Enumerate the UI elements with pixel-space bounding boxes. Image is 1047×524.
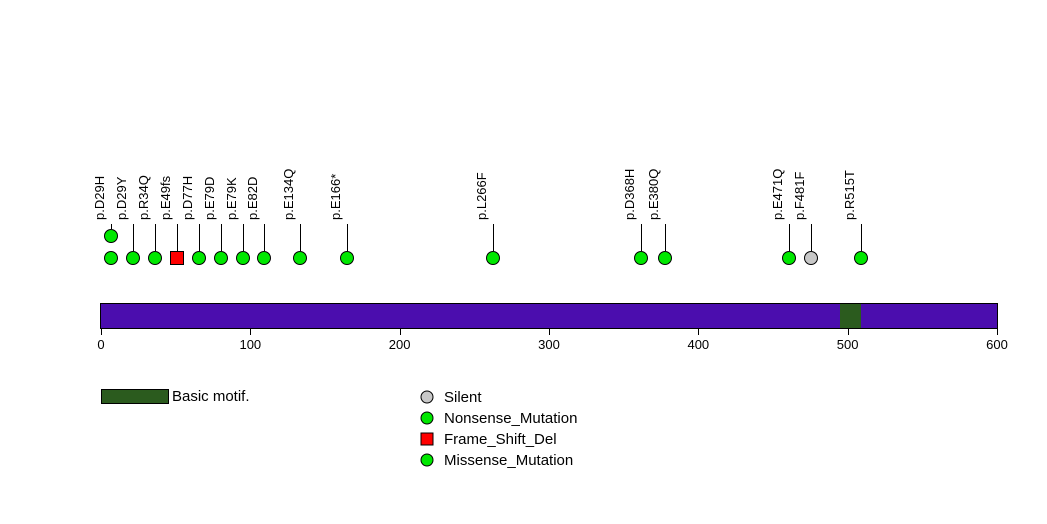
lollipop-marker[interactable] <box>658 251 672 265</box>
lollipop-marker[interactable] <box>104 251 118 265</box>
lollipop-upper-stem <box>493 224 494 251</box>
mutation-label[interactable]: p.E134Q <box>281 168 296 220</box>
lollipop-marker[interactable] <box>104 229 118 243</box>
x-axis-tick-label: 100 <box>239 337 262 352</box>
lollipop-upper-stem <box>264 224 265 251</box>
mutation-label[interactable]: p.D29Y <box>114 176 129 220</box>
legend-mutation-label: Frame_Shift_Del <box>444 431 557 448</box>
legend-mutation-label: Missense_Mutation <box>444 452 574 469</box>
mutation-label[interactable]: p.E380Q <box>646 168 661 220</box>
x-axis-tick-label: 0 <box>97 337 105 352</box>
lollipop-upper-stem <box>811 224 812 251</box>
mutation-label[interactable]: p.E166* <box>328 173 343 220</box>
lollipop-upper-stem <box>347 224 348 251</box>
x-axis-tick <box>698 329 700 335</box>
lollipop-marker[interactable] <box>126 251 140 265</box>
lollipop-upper-stem <box>861 224 862 251</box>
mutation-label[interactable]: p.E82D <box>245 176 260 220</box>
mutation-label[interactable]: p.D29H <box>92 175 107 220</box>
mutation-label[interactable]: p.E79K <box>224 177 239 220</box>
lollipop-upper-stem <box>177 224 178 251</box>
lollipop-stem <box>633 263 659 303</box>
lollipop-stem <box>339 263 357 303</box>
x-axis-tick-label: 200 <box>388 337 411 352</box>
lollipop-upper-stem <box>641 224 642 251</box>
lollipop-marker[interactable] <box>340 251 354 265</box>
x-axis-tick-label: 400 <box>687 337 710 352</box>
legend-domain-swatch <box>101 389 169 404</box>
x-axis-tick-label: 500 <box>836 337 859 352</box>
x-axis-tick <box>997 329 998 335</box>
lollipop-marker[interactable] <box>214 251 228 265</box>
x-axis-tick <box>549 329 550 335</box>
lollipop-stem <box>166 263 185 303</box>
mutation-label[interactable]: p.R515T <box>842 170 857 220</box>
lollipop-stem <box>803 263 827 303</box>
lollipop-marker[interactable] <box>148 251 162 265</box>
lollipop-marker[interactable] <box>192 251 206 265</box>
legend-domain-label: Basic motif. <box>172 388 250 405</box>
lollipop-stem <box>144 263 163 303</box>
legend-mutation-label: Silent <box>444 389 482 406</box>
mutation-label[interactable]: p.F481F <box>792 171 807 220</box>
lollipop-stem <box>853 263 878 303</box>
x-axis-tick <box>847 329 849 335</box>
mutation-label[interactable]: p.D77H <box>180 175 195 220</box>
lollipop-upper-stem <box>199 224 200 251</box>
mutation-label[interactable]: p.E49fs <box>158 175 173 220</box>
legend-mutation-swatch <box>420 390 434 404</box>
x-axis-tick-label: 600 <box>986 337 1008 352</box>
lollipop-stem <box>485 263 506 303</box>
lollipop-upper-stem <box>243 224 244 251</box>
lollipop-upper-stem <box>665 224 666 251</box>
lollipop-marker[interactable] <box>293 251 307 265</box>
lollipop-marker[interactable] <box>804 251 818 265</box>
lollipop-upper-stem <box>789 224 790 251</box>
lollipop-upper-stem <box>155 224 156 251</box>
lollipop-stem <box>292 263 309 303</box>
lollipop-marker[interactable] <box>486 251 500 265</box>
x-axis-tick-label: 300 <box>538 337 560 352</box>
lollipop-upper-stem <box>133 224 134 251</box>
legend-mutation-swatch <box>420 411 434 425</box>
x-axis-tick <box>101 329 102 335</box>
legend-mutation-swatch <box>420 453 434 467</box>
lollipop-marker[interactable] <box>236 251 250 265</box>
lollipop-marker[interactable] <box>634 251 648 265</box>
x-axis-tick <box>250 329 252 335</box>
mutation-label[interactable]: p.D368H <box>622 168 637 220</box>
lollipop-stem <box>657 263 676 303</box>
lollipop-upper-stem <box>221 224 222 251</box>
protein-domain-region[interactable] <box>840 304 862 328</box>
mutation-label[interactable]: p.E471Q <box>770 168 785 220</box>
lollipop-marker[interactable] <box>257 251 271 265</box>
x-axis-tick <box>399 329 401 335</box>
legend-mutation-swatch <box>420 432 434 446</box>
mutation-label[interactable]: p.L266F <box>474 172 489 220</box>
lollipop-marker[interactable] <box>854 251 868 265</box>
lollipop-marker[interactable] <box>170 251 184 265</box>
lollipop-upper-stem <box>300 224 301 251</box>
lollipop-marker[interactable] <box>782 251 796 265</box>
legend-mutation-label: Nonsense_Mutation <box>444 410 578 427</box>
protein-backbone-bar <box>100 303 998 329</box>
mutation-label[interactable]: p.R34Q <box>136 175 151 220</box>
lollipop-upper-stem <box>111 224 112 229</box>
lollipop-stem <box>215 263 272 303</box>
mutation-label[interactable]: p.E79D <box>202 176 217 220</box>
